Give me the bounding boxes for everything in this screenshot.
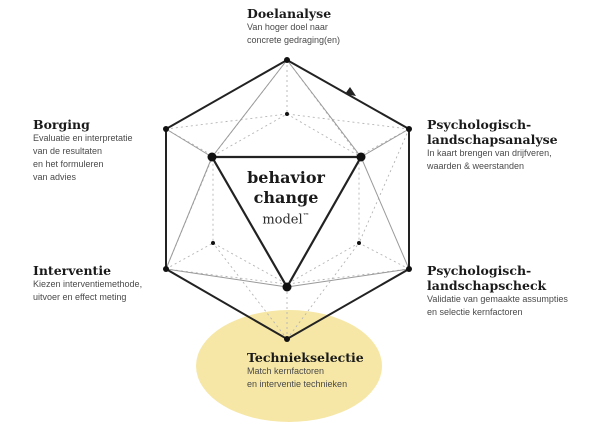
direction-arrow-icon xyxy=(345,87,356,96)
stage-description: Evaluatie en interpretatie van de result… xyxy=(33,133,133,182)
stage-title-line2: landschapscheck xyxy=(427,278,547,293)
inner-triangle xyxy=(210,155,363,290)
stage-interventie: Interventie Kiezen interventiemethode, u… xyxy=(33,263,142,304)
stage-description: Kiezen interventiemethode, uitvoer en ef… xyxy=(33,279,143,302)
stage-title: Doelanalyse xyxy=(247,6,332,21)
stage-title: Interventie xyxy=(33,263,112,278)
stage-psychologisch-landschapscheck: Psychologisch- landschapscheck Validatie… xyxy=(427,263,568,319)
stage-description: Van hoger doel naar concrete gedraging(e… xyxy=(247,22,341,45)
stage-title: Techniekselectie xyxy=(247,350,364,365)
inner-small-dots xyxy=(211,112,361,245)
outer-vertex-dots xyxy=(163,57,412,342)
stage-title-line1: Psychologisch- xyxy=(427,263,532,278)
triangle-vertex-dots xyxy=(207,152,366,292)
stage-techniekselectie: Techniekselectie Match kernfactoren en i… xyxy=(247,350,364,391)
center-label-model: model xyxy=(262,212,303,228)
stage-description: Match kernfactoren en interventie techni… xyxy=(247,366,348,389)
center-label-model-line: model™ xyxy=(228,208,344,228)
center-label-behavior: behavior xyxy=(247,168,325,187)
stage-title-line2: landschapsanalyse xyxy=(427,132,558,147)
stage-psychologisch-landschapsanalyse: Psychologisch- landschapsanalyse In kaar… xyxy=(427,117,558,173)
techniekselectie-highlight xyxy=(196,310,382,422)
stage-title: Borging xyxy=(33,117,90,132)
center-model-label: behavior change model™ xyxy=(228,168,344,228)
trademark-symbol: ™ xyxy=(302,212,310,220)
grey-connector-lines xyxy=(165,59,410,288)
stage-description: Validatie van gemaakte assumpties en sel… xyxy=(427,294,568,317)
stage-doelanalyse: Doelanalyse Van hoger doel naar concrete… xyxy=(247,6,340,47)
stage-title-line1: Psychologisch- xyxy=(427,117,532,132)
center-label-change: change xyxy=(253,188,319,207)
stage-description: In kaart brengen van drijfveren, waarden… xyxy=(427,148,552,171)
stage-borging: Borging Evaluatie en interpretatie van d… xyxy=(33,117,133,184)
